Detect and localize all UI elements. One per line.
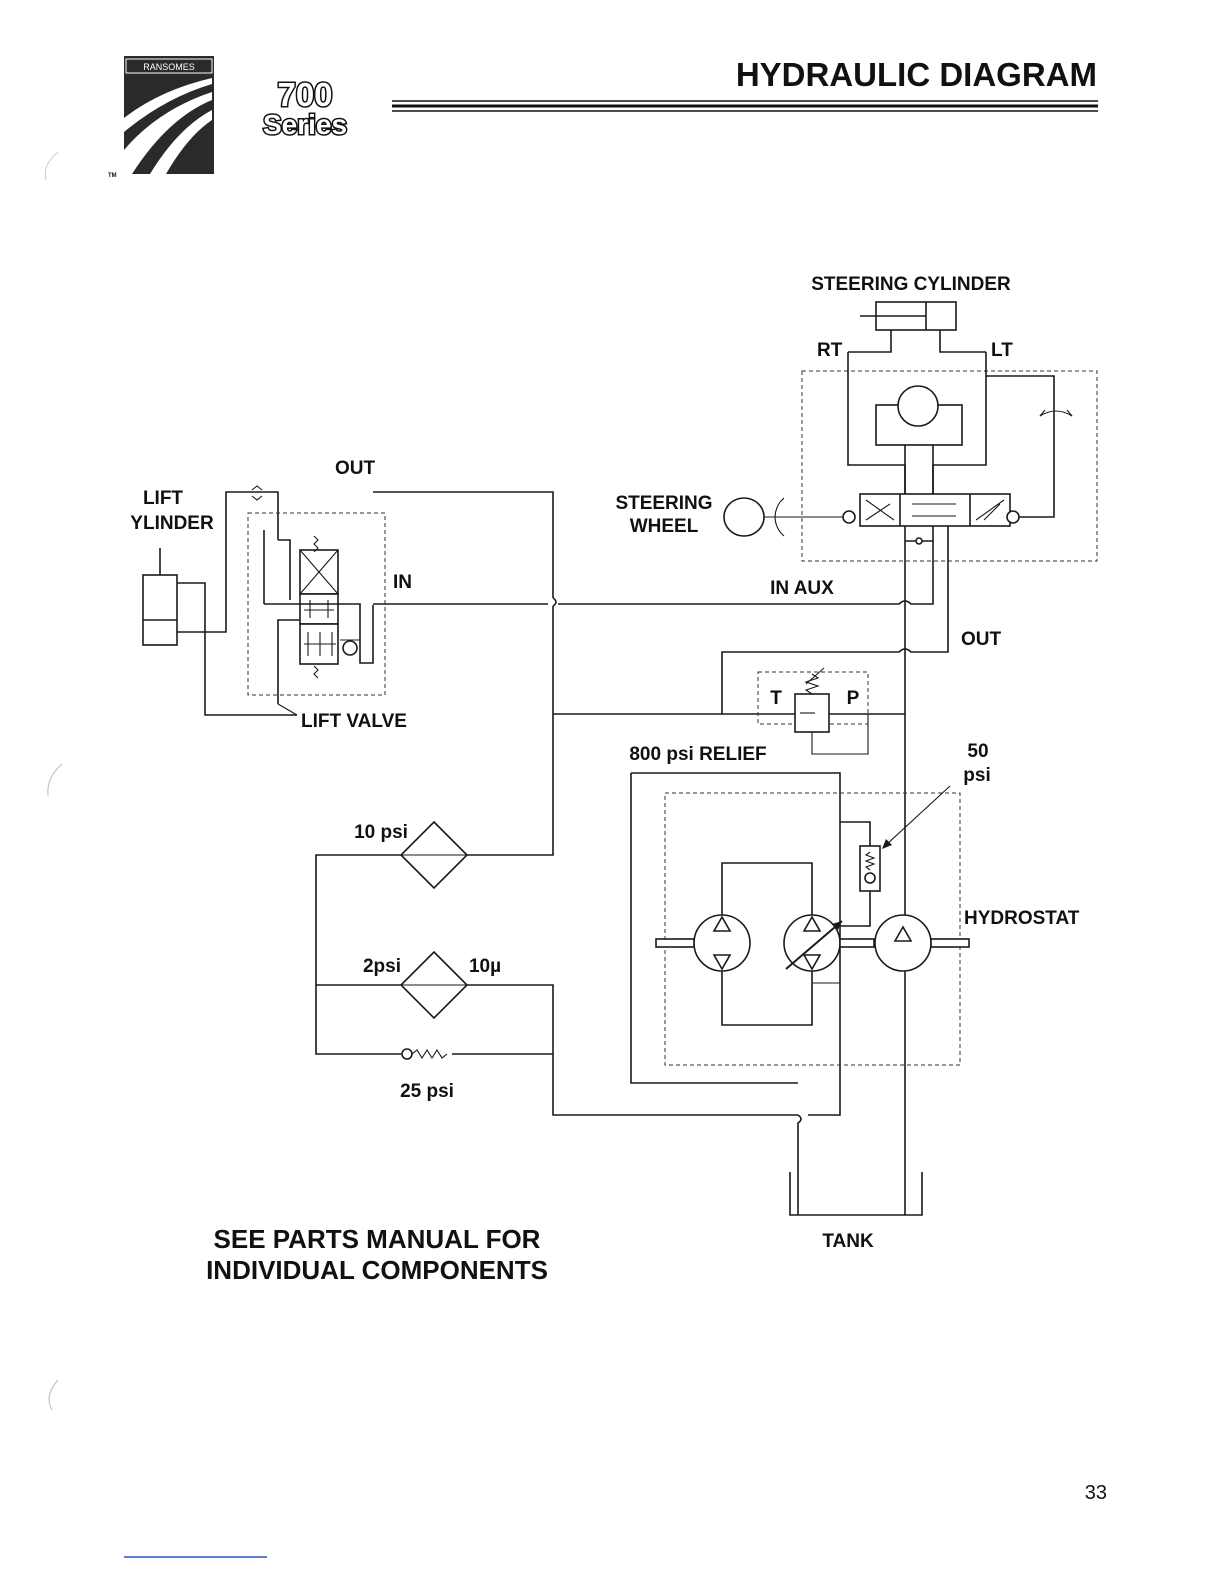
- charge-relief-unit: psi: [963, 765, 990, 786]
- ransomes-logo: RANSOMES: [124, 56, 214, 174]
- steering-out-label: OUT: [961, 629, 1002, 650]
- lift-valve-in-label: IN: [393, 572, 412, 593]
- lift-cylinder-label-line2: YLINDER: [130, 513, 214, 534]
- model-word: Series: [263, 109, 347, 140]
- title-rule: [392, 101, 1098, 111]
- in-aux-label: IN AUX: [770, 578, 834, 599]
- tank-label: TANK: [822, 1231, 874, 1252]
- steering-wheel-label-line2: WHEEL: [630, 516, 699, 537]
- bypass-check-25psi-symbol: [402, 1049, 447, 1059]
- lift-valve-out-label: OUT: [335, 458, 376, 479]
- relief-pressure-port-label: P: [847, 688, 860, 709]
- logo-brand-text: RANSOMES: [143, 62, 195, 72]
- relief-tank-port-label: T: [770, 688, 782, 709]
- hydrostat-symbol: [656, 786, 969, 1065]
- page-number: 33: [1085, 1482, 1107, 1504]
- charge-relief-value: 50: [967, 741, 988, 762]
- note-line1: SEE PARTS MANUAL FOR: [214, 1224, 541, 1254]
- lift-valve-symbol: [248, 513, 385, 715]
- note-line2: INDIVIDUAL COMPONENTS: [206, 1255, 548, 1285]
- hydrostat-label: HYDROSTAT: [964, 908, 1080, 929]
- lift-valve-label: LIFT VALVE: [301, 711, 407, 732]
- steering-cylinder-label: STEERING CYLINDER: [811, 274, 1011, 295]
- relief-label: 800 psi RELIEF: [629, 744, 766, 765]
- lt-port-label: LT: [991, 340, 1013, 361]
- footer-rule: [124, 1556, 267, 1558]
- filter-2psi-label: 2psi: [363, 956, 401, 977]
- rt-port-label: RT: [817, 340, 843, 361]
- steering-wheel-symbol: [724, 498, 843, 536]
- steering-cylinder-symbol: [848, 302, 986, 352]
- lift-cylinder-label-line1: LIFT: [143, 488, 183, 509]
- steering-unit-symbol: [802, 352, 1097, 1215]
- bypass-25psi-label: 25 psi: [400, 1081, 454, 1102]
- binder-marks: [45, 152, 62, 1410]
- filter-10psi-symbol: [401, 822, 467, 888]
- steering-wheel-label-line1: STEERING: [615, 493, 712, 514]
- trademark-mark: TM: [108, 173, 117, 179]
- filter-10micron-label: 10µ: [469, 956, 501, 977]
- page-title: HYDRAULIC DIAGRAM: [736, 56, 1097, 93]
- filter-10psi-label: 10 psi: [354, 822, 408, 843]
- model-number: 700: [277, 76, 332, 113]
- tank-symbol: [790, 1172, 922, 1215]
- relief-valve-symbol: [758, 668, 868, 754]
- filter-10micron-symbol: [401, 952, 467, 1018]
